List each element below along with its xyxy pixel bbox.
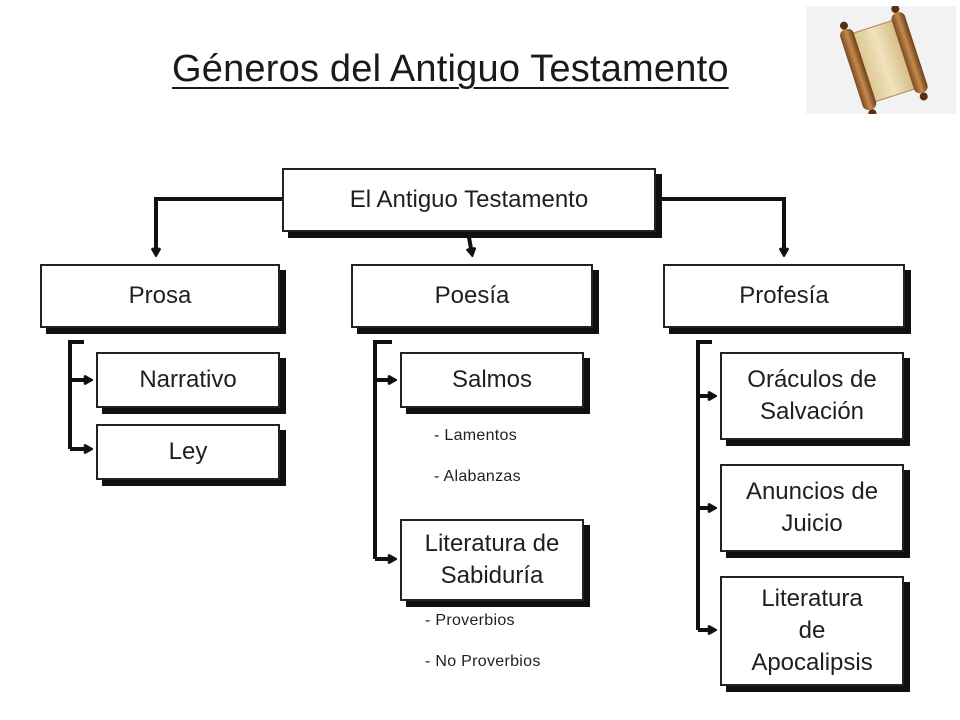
node-ley: Ley <box>96 424 280 480</box>
node-literatura-apocalipsis-label: Literatura de Apocalipsis <box>751 585 873 676</box>
page-title: Géneros del Antiguo Testamento <box>172 48 729 90</box>
sabiduria-note-proverbios: - Proverbios <box>425 612 515 629</box>
node-oraculos-salvacion-label: Oráculos de Salvación <box>747 366 877 425</box>
node-literatura-apocalipsis: Literatura de Apocalipsis <box>720 576 904 686</box>
node-salmos-label: Salmos <box>451 366 533 394</box>
branch-poesia-label: Poesía <box>434 282 510 310</box>
node-narrativo: Narrativo <box>96 352 280 408</box>
branch-profesia: Profesía <box>663 264 905 328</box>
branch-poesia: Poesía <box>351 264 593 328</box>
root-label: El Antiguo Testamento <box>349 186 589 214</box>
root-node: El Antiguo Testamento <box>282 168 656 232</box>
node-literatura-sabiduria-label: Literatura de Sabiduría <box>424 530 560 589</box>
node-narrativo-label: Narrativo <box>139 366 237 394</box>
salmos-note-alabanzas: - Alabanzas <box>434 468 521 485</box>
branch-profesia-label: Profesía <box>739 282 829 310</box>
node-salmos: Salmos <box>400 352 584 408</box>
node-anuncios-juicio-label: Anuncios de Juicio <box>745 478 879 537</box>
branch-prosa: Prosa <box>40 264 280 328</box>
salmos-note-lamentos: - Lamentos <box>434 427 518 444</box>
branch-prosa-label: Prosa <box>128 282 192 310</box>
sabiduria-note-no-proverbios: - No Proverbios <box>425 653 541 670</box>
node-oraculos-salvacion: Oráculos de Salvación <box>720 352 904 440</box>
node-anuncios-juicio: Anuncios de Juicio <box>720 464 904 552</box>
scroll-icon <box>806 4 956 118</box>
node-ley-label: Ley <box>168 438 208 466</box>
node-literatura-sabiduria: Literatura de Sabiduría <box>400 519 584 601</box>
